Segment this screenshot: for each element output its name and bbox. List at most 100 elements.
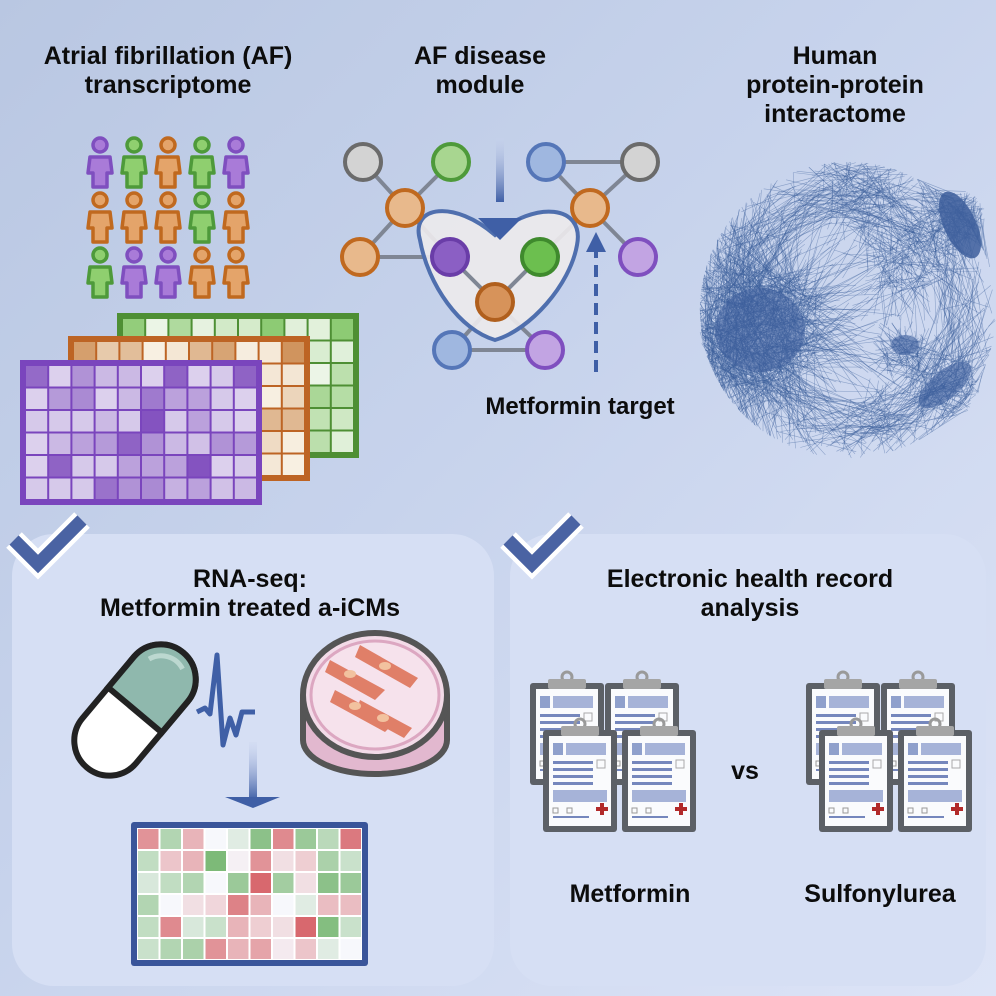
- heatmap-cell: [205, 917, 226, 937]
- heatmap-cell: [234, 433, 256, 454]
- down-arrow-icon: [225, 742, 280, 808]
- heatmap-cell: [160, 939, 181, 959]
- heatmap-cell: [205, 873, 226, 893]
- heatmap-cell: [205, 851, 226, 871]
- heatmap-cell: [118, 433, 140, 454]
- heatmap-cell: [282, 387, 304, 408]
- heatmap-cell: [213, 342, 235, 363]
- heatmap-cell: [138, 939, 159, 959]
- heatmap-cell: [250, 851, 271, 871]
- heatmap-cell: [205, 895, 226, 915]
- heatmap-cell: [331, 341, 353, 362]
- heatmap-cell: [142, 388, 164, 409]
- heatmap-cell: [74, 342, 96, 363]
- heatmap-cell: [282, 364, 304, 385]
- heatmap-cell: [72, 411, 94, 432]
- person-icon: [154, 136, 182, 189]
- heatmap-cell: [228, 895, 249, 915]
- heatmap-cell: [160, 829, 181, 849]
- clipboard-icon: [543, 717, 617, 832]
- heatmap-cell: [234, 478, 256, 499]
- heatmap-cell: [192, 319, 214, 340]
- heatmap-cell: [340, 917, 361, 937]
- person-icon: [120, 136, 148, 189]
- heatmap-cell: [160, 917, 181, 937]
- node-blue: [432, 330, 472, 370]
- heatmap-cell: [26, 433, 48, 454]
- heatmap-cell: [259, 387, 281, 408]
- heatmap-cell: [26, 411, 48, 432]
- heatmap-cell: [142, 478, 164, 499]
- heatmap-cell: [259, 342, 281, 363]
- heatmap-cell: [259, 432, 281, 453]
- heatmap-cell: [183, 917, 204, 937]
- heatmap-cell: [138, 917, 159, 937]
- person-icon: [222, 191, 250, 244]
- heatmap-cell: [118, 388, 140, 409]
- heatmap-cell: [142, 366, 164, 387]
- node-green: [431, 142, 471, 182]
- heatmap-cell: [273, 939, 294, 959]
- heatmap-cell: [95, 433, 117, 454]
- heatmap-cell: [318, 829, 339, 849]
- heatmap-cell: [285, 319, 307, 340]
- heatmap-cell: [282, 342, 304, 363]
- heatmap-cell: [211, 433, 233, 454]
- heatmap-cell: [142, 433, 164, 454]
- dashed-up-arrow-icon: [586, 232, 606, 372]
- heatmap-cell: [340, 895, 361, 915]
- heatmap-cell: [143, 342, 165, 363]
- heatmap-cell: [234, 456, 256, 477]
- heatmap-cell: [183, 851, 204, 871]
- heatmap-cell: [308, 431, 330, 452]
- person-icon: [222, 246, 250, 299]
- ecg-waveform-icon: [195, 652, 255, 748]
- heatmap-cell: [228, 851, 249, 871]
- heatmap-cell: [160, 851, 181, 871]
- transcriptome-title: Atrial fibrillation (AF) transcriptome: [43, 42, 293, 99]
- heatmap-cell: [282, 409, 304, 430]
- heatmap-cell: [169, 319, 191, 340]
- heatmap-cell: [72, 366, 94, 387]
- heatmap-cell: [166, 342, 188, 363]
- heatmap-cell: [165, 411, 187, 432]
- heatmap-cell: [72, 456, 94, 477]
- heatmap-cell: [72, 478, 94, 499]
- heatmap-cell: [138, 873, 159, 893]
- node-purple: [525, 330, 565, 370]
- interactome-cluster: [715, 288, 805, 372]
- heatmap-cell: [183, 895, 204, 915]
- heatmap-cell: [308, 364, 330, 385]
- heatmap-cell: [160, 895, 181, 915]
- heatmap-cell: [211, 366, 233, 387]
- medical-cross-icon: [596, 803, 608, 815]
- node-gray: [343, 142, 383, 182]
- heatmap-cell: [273, 851, 294, 871]
- medical-cross-icon: [872, 803, 884, 815]
- heatmap-cell: [331, 386, 353, 407]
- interactome-cluster: [918, 361, 972, 409]
- heatmap-cell: [295, 873, 316, 893]
- clipboard-icon: [898, 717, 972, 832]
- person-icon: [120, 246, 148, 299]
- heatmap-cell: [331, 364, 353, 385]
- heatmap-cell: [340, 873, 361, 893]
- node-orange: [385, 188, 425, 228]
- heatmap-cell: [118, 366, 140, 387]
- down-arrow-icon: [478, 138, 522, 240]
- heatmap-cell: [183, 939, 204, 959]
- heatmap-cell: [95, 388, 117, 409]
- node-orange-module: [475, 282, 515, 322]
- heatmap-cell: [190, 342, 212, 363]
- heatmap-cell: [188, 388, 210, 409]
- heatmap-cell: [259, 454, 281, 475]
- heatmap-cell: [273, 895, 294, 915]
- heatmap-cell: [188, 456, 210, 477]
- heatmap-cell: [26, 388, 48, 409]
- heatmap-cell: [295, 895, 316, 915]
- pill-icon: [71, 641, 199, 779]
- heatmap-cell: [234, 366, 256, 387]
